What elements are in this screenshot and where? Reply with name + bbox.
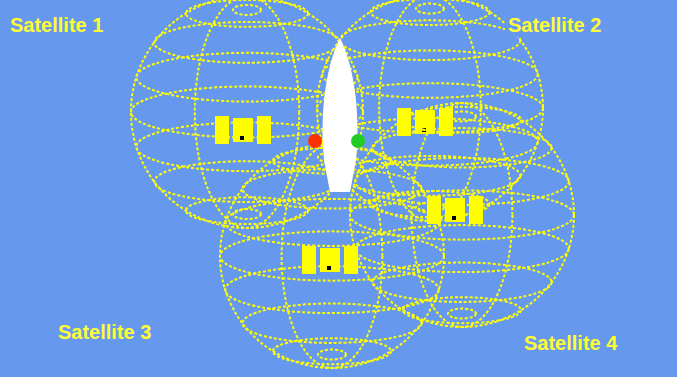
solar-panel <box>427 196 441 224</box>
latitude-ring <box>136 53 357 102</box>
latitude-ring <box>403 107 521 133</box>
satellite-label: Satellite 2 <box>505 13 604 37</box>
pole-ring <box>416 4 444 14</box>
latitude-ring <box>372 262 551 301</box>
satellite-body <box>320 248 340 272</box>
red-dot <box>308 134 322 148</box>
solar-panel <box>302 246 316 274</box>
latitude-ring <box>273 338 391 364</box>
satellite-detail <box>452 216 456 220</box>
sphere-outline <box>350 103 574 327</box>
longitude-ring <box>379 0 481 221</box>
latitude-ring <box>403 297 521 323</box>
sphere-outline <box>131 0 363 228</box>
longitude-ring <box>412 103 513 327</box>
satellite-body <box>445 198 465 222</box>
pole-ring <box>448 111 476 121</box>
satellite-detail <box>327 266 331 270</box>
satellite-detail <box>240 136 244 140</box>
latitude-ring <box>186 0 308 27</box>
longitude-ring <box>195 0 299 228</box>
green-dot <box>351 134 365 148</box>
satellite-label: Satellite 3 <box>55 320 154 344</box>
satellite-body <box>233 118 253 142</box>
pole-ring <box>233 209 261 219</box>
satellite-label: Satellite 4 <box>521 331 620 355</box>
pole-ring <box>233 5 261 15</box>
satellite-label: Satellite 1 <box>7 13 106 37</box>
rocket-body <box>323 38 358 192</box>
latitude-ring <box>225 199 439 246</box>
latitude-ring <box>355 158 569 205</box>
pole-ring <box>318 350 346 360</box>
solar-panel <box>215 116 229 144</box>
solar-panel <box>469 196 483 224</box>
pole-ring <box>448 309 476 319</box>
latitude-ring <box>355 225 569 272</box>
latitude-ring <box>242 303 421 342</box>
solar-panel <box>257 116 271 144</box>
